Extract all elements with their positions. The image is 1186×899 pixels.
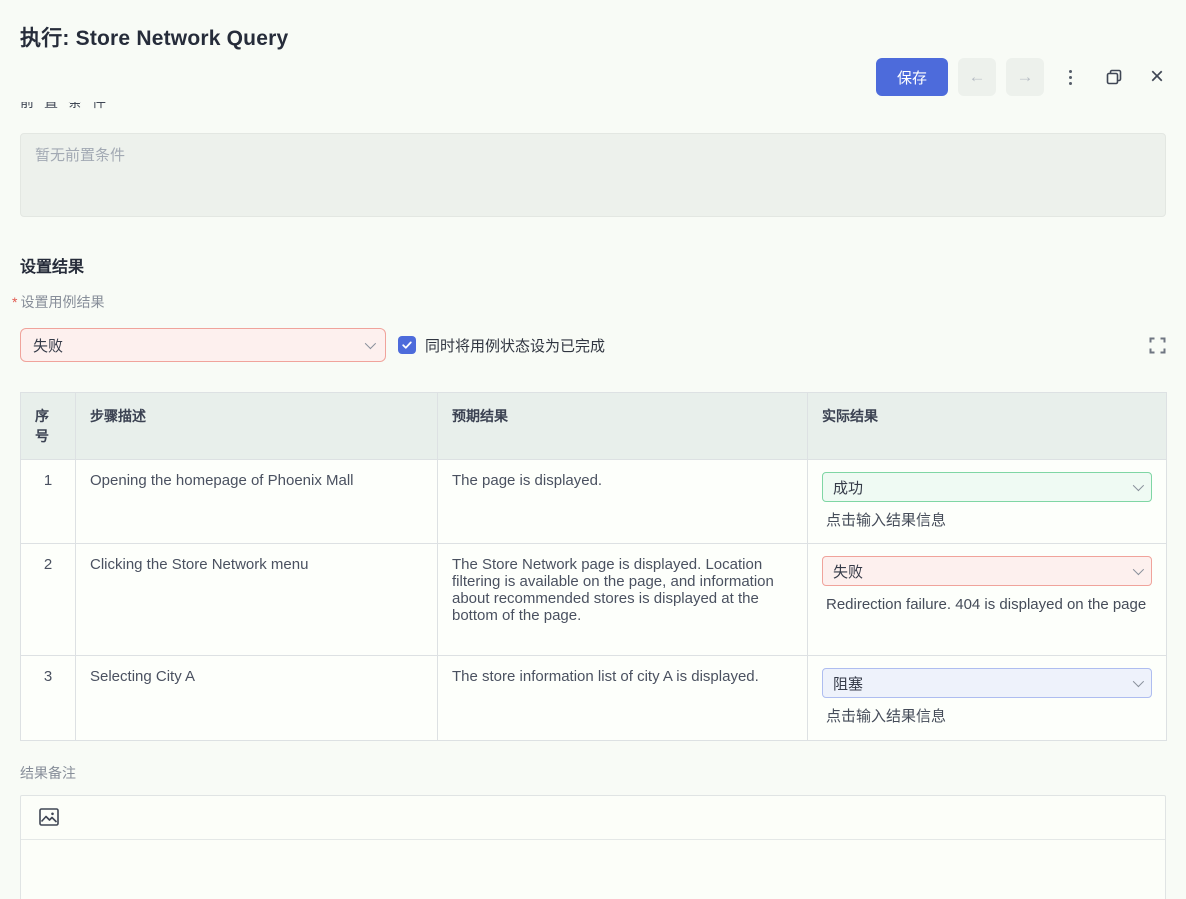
close-icon[interactable]: × bbox=[1149, 63, 1164, 90]
table-row: 3 Selecting City A The store information… bbox=[20, 655, 1167, 741]
step-result-select[interactable]: 阻塞 bbox=[822, 668, 1152, 699]
set-result-heading: 设置结果 bbox=[20, 259, 85, 276]
col-header-expected: 预期结果 bbox=[437, 392, 808, 460]
step-actual-cell: 失败 Redirection failure. 404 is displayed… bbox=[807, 543, 1167, 657]
steps-table-header-row: 序号 步骤描述 预期结果 实际结果 bbox=[20, 392, 1167, 460]
next-case-button[interactable]: → bbox=[1005, 58, 1044, 96]
chevron-down-icon bbox=[1132, 479, 1145, 492]
precondition-textarea[interactable] bbox=[20, 133, 1166, 217]
notes-toolbar bbox=[21, 796, 1165, 840]
step-description: Clicking the Store Network menu bbox=[75, 543, 438, 657]
step-result-select[interactable]: 成功 bbox=[822, 472, 1152, 502]
step-result-note[interactable]: 点击输入结果信息 bbox=[826, 512, 947, 529]
insert-image-button[interactable] bbox=[37, 805, 61, 829]
chevron-down-icon bbox=[1132, 676, 1145, 688]
step-result-note[interactable]: 点击输入结果信息 bbox=[826, 708, 947, 726]
step-index: 3 bbox=[20, 655, 76, 741]
step-result-note[interactable]: Redirection failure. 404 is displayed on… bbox=[826, 596, 1147, 614]
previous-case-button[interactable]: ← bbox=[957, 58, 996, 96]
table-row: 2 Clicking the Store Network menu The St… bbox=[20, 543, 1167, 657]
clipped-scrolled-text: 前置条件 bbox=[20, 102, 116, 110]
table-row: 1 Opening the homepage of Phoenix Mall T… bbox=[20, 458, 1167, 545]
case-result-label: *设置用例结果 bbox=[12, 294, 105, 310]
step-index: 2 bbox=[20, 543, 76, 657]
more-menu-icon[interactable] bbox=[1062, 65, 1080, 89]
step-expected: The Store Network page is displayed. Loc… bbox=[437, 543, 808, 657]
step-index: 1 bbox=[20, 458, 76, 545]
col-header-actual: 实际结果 bbox=[807, 392, 1167, 460]
case-result-select[interactable]: 失败 bbox=[20, 328, 386, 362]
save-button[interactable]: 保存 bbox=[875, 58, 948, 96]
image-icon bbox=[39, 808, 59, 826]
col-header-description: 步骤描述 bbox=[75, 392, 438, 460]
step-expected: The page is displayed. bbox=[437, 458, 808, 545]
step-result-select[interactable]: 失败 bbox=[822, 556, 1152, 587]
chevron-down-icon bbox=[364, 337, 377, 350]
result-notes-label: 结果备注 bbox=[20, 764, 76, 781]
steps-table: 序号 步骤描述 预期结果 实际结果 1 Opening the homepage… bbox=[20, 392, 1167, 741]
fullscreen-expand-icon[interactable] bbox=[1149, 337, 1166, 354]
result-notes-editor bbox=[20, 794, 1166, 899]
step-result-value: 失败 bbox=[833, 563, 864, 581]
result-controls-row: 失败 同时将用例状态设为已完成 bbox=[20, 328, 1166, 362]
mark-completed-checkbox-row[interactable]: 同时将用例状态设为已完成 bbox=[398, 335, 605, 356]
arrow-left-icon: ← bbox=[968, 67, 986, 86]
window-restore-icon[interactable] bbox=[1104, 67, 1124, 87]
step-expected: The store information list of city A is … bbox=[437, 655, 808, 741]
step-description: Opening the homepage of Phoenix Mall bbox=[75, 458, 438, 545]
arrow-right-icon: → bbox=[1016, 67, 1034, 86]
notes-content-area[interactable] bbox=[21, 840, 1165, 899]
required-asterisk: * bbox=[12, 294, 18, 310]
step-actual-cell: 成功 点击输入结果信息 bbox=[807, 458, 1167, 545]
mark-completed-label: 同时将用例状态设为已完成 bbox=[425, 337, 606, 355]
header-actions: 保存 ← → × bbox=[875, 58, 1164, 96]
step-description: Selecting City A bbox=[75, 655, 438, 741]
checkmark-icon bbox=[402, 341, 412, 349]
case-result-value: 失败 bbox=[33, 337, 64, 355]
step-result-value: 阻塞 bbox=[833, 675, 864, 693]
step-actual-cell: 阻塞 点击输入结果信息 bbox=[807, 655, 1167, 741]
step-result-value: 成功 bbox=[833, 479, 864, 497]
col-header-index: 序号 bbox=[20, 392, 76, 460]
chevron-down-icon bbox=[1132, 564, 1145, 576]
checkbox-checked-icon[interactable] bbox=[398, 336, 416, 354]
page-title: 执行: Store Network Query bbox=[20, 27, 289, 50]
